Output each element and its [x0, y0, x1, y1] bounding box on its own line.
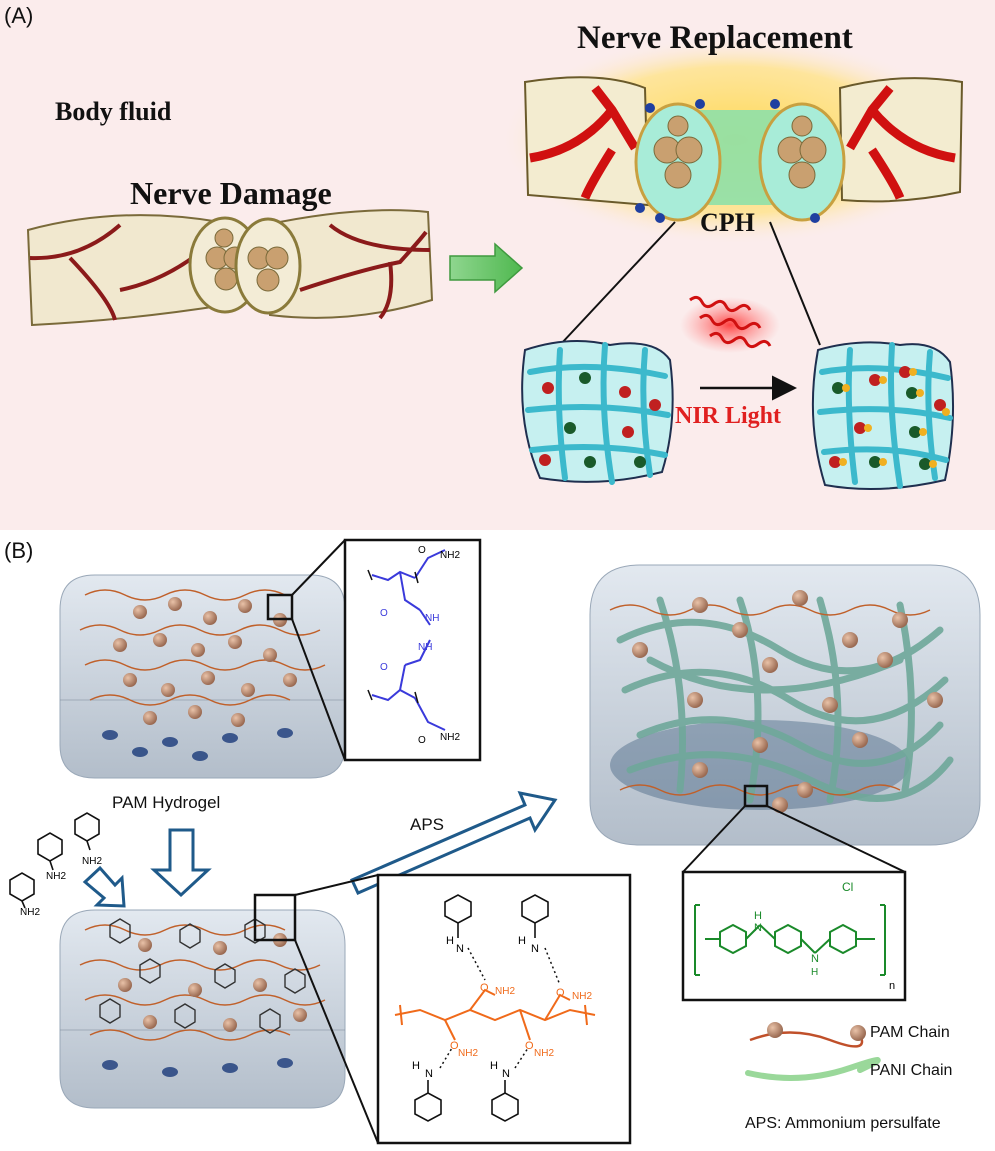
panel-a-label: (A) — [4, 3, 34, 28]
zoom-box-pam — [266, 593, 294, 621]
chem-label: H — [412, 1060, 420, 1072]
nerve-damage-label: Nerve Damage — [130, 175, 332, 211]
nir-light-label: NIR Light — [675, 403, 782, 429]
chem-label: O — [380, 608, 388, 619]
aniline-hollow-arrow — [82, 865, 126, 908]
green-arrow — [449, 242, 524, 294]
legend-aps-note: APS: Ammonium persulfate — [745, 1115, 941, 1132]
chem-label: N — [502, 1068, 510, 1080]
chem-label: N — [754, 922, 762, 934]
nir-light-waves — [680, 295, 780, 353]
chem-label: H — [754, 910, 762, 922]
zoom-line-aniline-top — [294, 874, 379, 896]
pam-pani-cube — [589, 564, 981, 846]
chem-label: O — [525, 1040, 534, 1052]
aniline-molecules — [9, 812, 100, 909]
body-fluid-label: Body fluid — [55, 97, 172, 126]
chem-label: N — [531, 943, 539, 955]
chem-label: H — [446, 935, 454, 947]
chem-label: NH2 — [534, 1048, 555, 1059]
panel-b-label: (B) — [4, 538, 34, 563]
chem-label: NH — [425, 613, 440, 624]
zoom-box-pani — [743, 784, 769, 808]
chem-label: NH2 — [82, 856, 103, 867]
chem-label: N — [811, 953, 819, 965]
chem-label: NH2 — [440, 550, 461, 561]
hbond-structure-box — [376, 873, 632, 1145]
chem-label: O — [450, 1040, 459, 1052]
damaged-nerve-left — [26, 214, 262, 327]
chem-label: O — [556, 987, 565, 999]
nerve-replacement-label: Nerve Replacement — [577, 20, 853, 56]
chem-label: NH2 — [495, 986, 516, 997]
pam-aniline-cube — [59, 893, 346, 1109]
zoom-line-pam-top — [291, 539, 346, 596]
zoom-line-right — [769, 221, 821, 346]
aps-label: APS — [410, 815, 445, 834]
chem-label: O — [480, 982, 489, 994]
chem-label: Cl — [842, 880, 854, 894]
chem-label: O — [418, 545, 426, 556]
zoom-line-pam-bottom — [291, 618, 346, 761]
zoom-box-aniline — [253, 893, 297, 942]
chem-label: NH2 — [46, 871, 67, 882]
chem-label: O — [380, 662, 388, 673]
pam-hydrogel-label: PAM Hydrogel — [112, 793, 221, 812]
nerve-replacement-illustration — [500, 35, 970, 245]
chem-label: n — [889, 980, 896, 992]
legend-pam-chain-swatch — [749, 1022, 866, 1048]
cph-label: CPH — [700, 208, 755, 237]
zoom-line-aniline-bottom — [294, 939, 379, 1144]
hydrogel-network-before — [521, 340, 674, 485]
chem-label: NH2 — [440, 732, 461, 743]
legend-pani-chain-label: PANI Chain — [870, 1062, 953, 1079]
pani-structure-box — [681, 870, 907, 1002]
legend-pani-chain-swatch — [745, 1057, 881, 1081]
pam-hydrogel-cube — [59, 574, 346, 779]
chem-label: NH2 — [458, 1048, 479, 1059]
legend-pam-chain-label: PAM Chain — [870, 1024, 950, 1041]
chem-label: NH2 — [20, 907, 41, 918]
chem-label: H — [518, 935, 526, 947]
zoom-line-pani-left — [682, 805, 746, 873]
chem-label: H — [811, 967, 819, 978]
chem-label: N — [456, 943, 464, 955]
chem-label: NH2 — [572, 991, 593, 1002]
chem-label: NH — [418, 642, 433, 653]
chem-label: O — [418, 735, 426, 746]
chem-label: N — [425, 1068, 433, 1080]
zoom-line-left — [559, 221, 676, 346]
chem-label: H — [490, 1060, 498, 1072]
pam-hollow-down-arrow — [150, 828, 212, 898]
damaged-nerve-right — [234, 209, 434, 320]
pam-structure-box — [343, 538, 482, 762]
zoom-line-pani-right — [766, 805, 906, 873]
hydrogel-network-after — [811, 341, 955, 490]
